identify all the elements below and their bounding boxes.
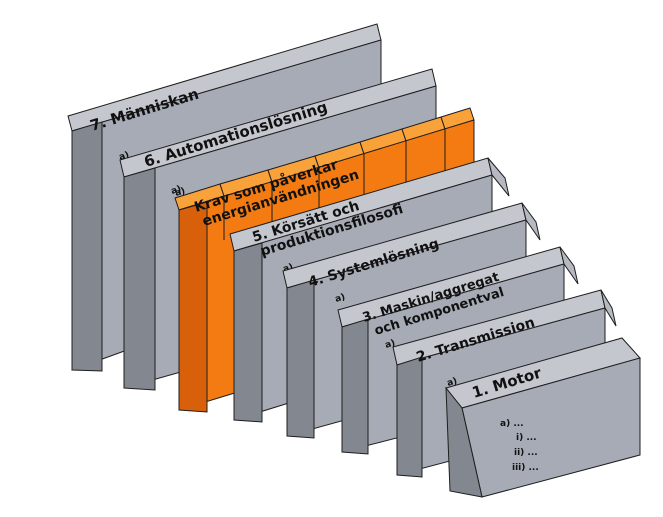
block-1: 1. Motor a) ... i) ... ii) ... iii) ... — [445, 337, 641, 498]
block-1-side — [445, 386, 483, 498]
orange-sub-a: a) — [174, 186, 187, 199]
block-3-side — [341, 318, 369, 455]
block-6-side — [123, 167, 156, 391]
motor-list-item-ii: ii) ... — [514, 448, 538, 458]
block-4-sub: a) — [334, 292, 347, 305]
block-2-side — [396, 356, 423, 478]
block-3-right-edge — [559, 246, 579, 285]
block-4-side — [286, 279, 315, 439]
block-2-right-edge — [600, 289, 617, 327]
orange-side — [178, 201, 208, 413]
motor-list-item-a: a) ... — [500, 419, 524, 429]
block-5-side — [233, 242, 263, 423]
motor-list-item-iii: iii) ... — [512, 463, 539, 473]
motor-list-item-i: i) ... — [516, 433, 537, 443]
block-7-side — [71, 121, 103, 372]
block-5-right-edge — [487, 157, 510, 197]
block-6-sub: a) — [170, 184, 183, 197]
block-4-right-edge — [521, 202, 541, 241]
